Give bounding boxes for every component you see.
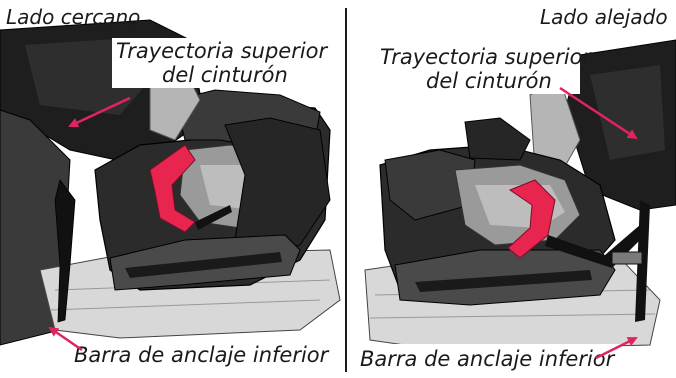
near-side-label: Lado cercano xyxy=(6,5,140,29)
near-car-seat xyxy=(54,59,331,323)
far-lower-bar-label: Barra de anclaje inferior xyxy=(360,347,616,371)
near-upper-path-line1: Trayectoria superior xyxy=(116,39,329,63)
far-side-panel xyxy=(364,39,676,351)
near-upper-path-line2: del cinturón xyxy=(162,63,288,87)
far-lower-label-bg xyxy=(358,344,620,372)
near-upper-arrow xyxy=(68,96,131,128)
far-upper-path-line1: Trayectoria superior xyxy=(380,45,593,69)
near-lower-arrow xyxy=(48,326,83,352)
far-side-label: Lado alejado xyxy=(540,5,668,29)
near-upper-label-bg xyxy=(112,38,312,88)
far-upper-path-line2: del cinturón xyxy=(426,69,552,93)
far-belt-guide xyxy=(507,179,556,259)
near-lower-bar-label: Barra de anclaje inferior xyxy=(74,343,330,367)
far-upper-label-bg xyxy=(376,44,580,94)
far-upper-arrow xyxy=(559,86,638,140)
far-car-seat xyxy=(379,117,650,322)
near-belt-guide xyxy=(149,144,196,233)
near-side-panel xyxy=(0,19,341,346)
far-lower-arrow xyxy=(595,336,638,360)
near-lower-label-bg xyxy=(72,340,334,368)
